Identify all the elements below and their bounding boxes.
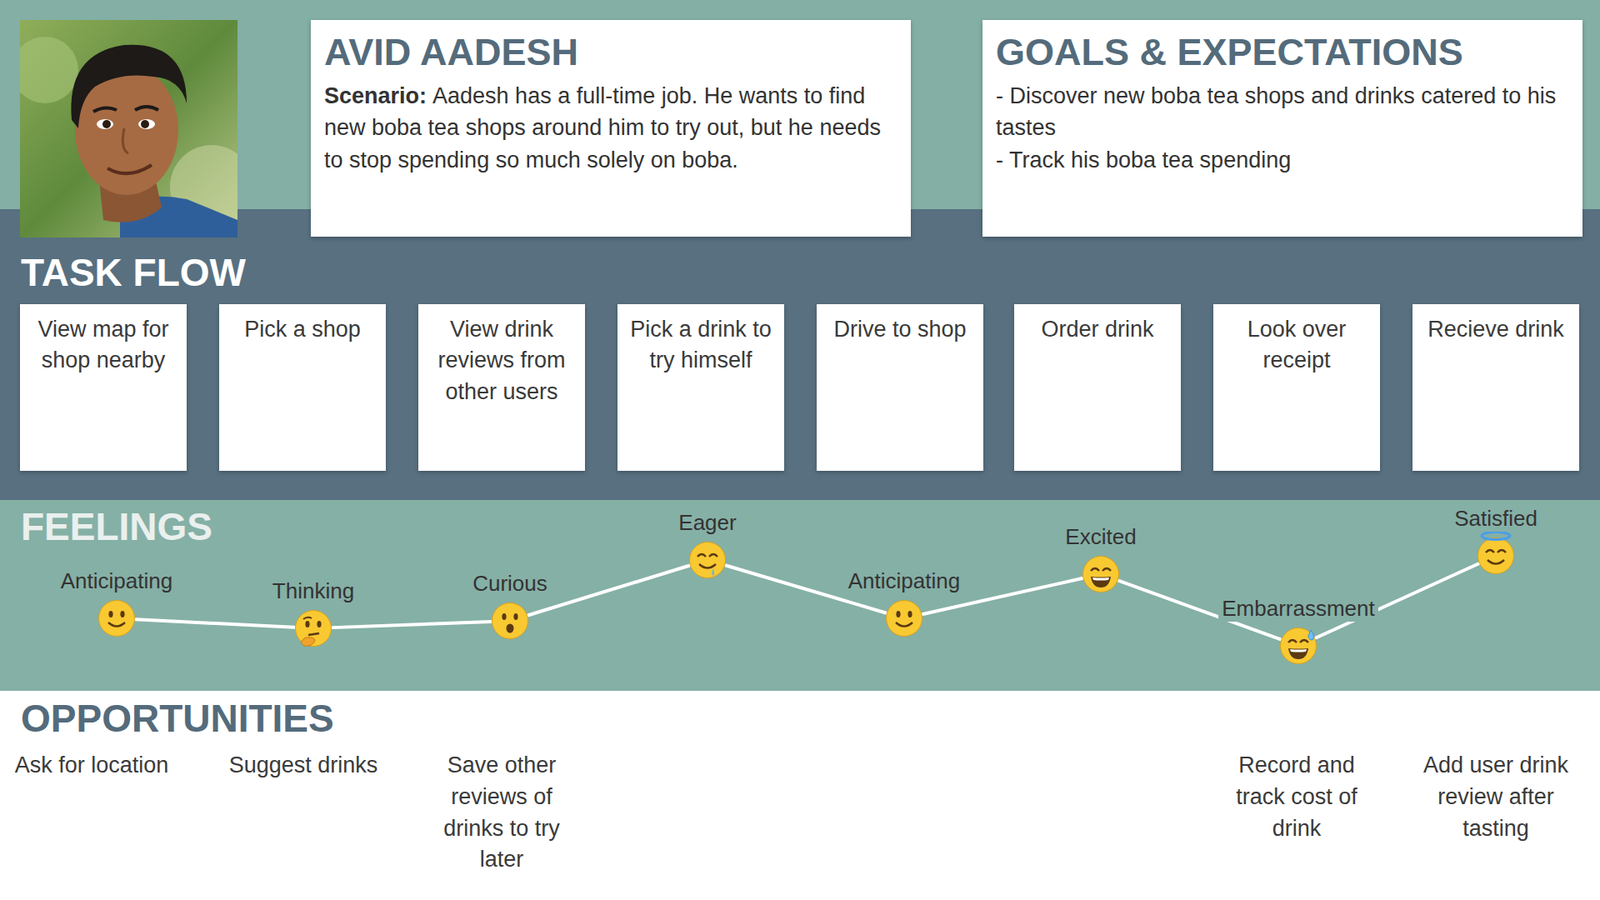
emoji-face [490, 601, 530, 640]
emoji-face [294, 609, 333, 648]
task-box: Pick a shop [219, 304, 386, 471]
task-text: View drink reviews from other users [426, 314, 577, 408]
emoji-face [97, 599, 136, 638]
feeling-point: Thinking [205, 577, 422, 649]
task-box: View drink reviews from other users [418, 304, 585, 471]
persona-card: AVID AADESH Scenario:Aadesh has a full-ti… [310, 20, 911, 237]
feeling-line [332, 621, 491, 628]
feeling-point: Anticipating [795, 567, 1013, 639]
feeling-label: Anticipating [845, 567, 964, 595]
task-text: Recieve drink [1420, 314, 1571, 345]
feeling-label-row: Curious [401, 570, 619, 598]
feeling-point: Excited [992, 523, 1210, 595]
task-box: Drive to shop [816, 304, 984, 471]
feeling-label-row: Thinking [205, 577, 422, 605]
persona-photo [20, 20, 238, 238]
task-text: Drive to shop [825, 314, 975, 345]
section-heading: FEELINGS [20, 504, 213, 550]
feeling-label-row: Anticipating [8, 567, 225, 595]
task-text: Look over receipt [1221, 314, 1372, 377]
emoji-face [1081, 555, 1120, 594]
task-text: Order drink [1022, 314, 1173, 345]
emoji-face [1476, 536, 1515, 575]
feeling-point: Embarrassment [1190, 595, 1407, 666]
feeling-point: Curious [401, 570, 619, 641]
task-text: Pick a shop [227, 314, 378, 345]
task-text: View map for shop nearby [28, 314, 179, 377]
card-heading: AVID AADESH [324, 30, 898, 75]
feeling-label-row: Satisfied [1387, 505, 1600, 533]
feeling-label-row: Eager [599, 509, 816, 537]
feeling-point: Eager [599, 509, 816, 580]
task-box: Order drink [1014, 304, 1181, 471]
emoji-face [1279, 626, 1318, 665]
task-box: Recieve drink [1412, 304, 1580, 471]
task-text: Pick a drink to try himself [625, 314, 776, 377]
opportunity-note: Save other reviews of drinks to try late… [422, 750, 581, 876]
feeling-label: Curious [469, 570, 551, 598]
task-box: View map for shop nearby [20, 304, 187, 471]
task-box: Pick a drink to try himself [617, 304, 785, 471]
task-box: Look over receipt [1213, 304, 1380, 471]
feeling-line [135, 619, 295, 628]
emoji-face [885, 599, 924, 638]
feeling-point: Satisfied [1387, 505, 1600, 576]
feeling-line [528, 565, 690, 615]
goals-card: GOALS & EXPECTATIONS - Discover new boba … [982, 20, 1583, 237]
feeling-label-row: Anticipating [795, 567, 1013, 595]
feeling-label-row: Excited [992, 523, 1210, 551]
opportunity-note: Record and track cost of drink [1217, 750, 1376, 845]
feeling-label: Thinking [269, 577, 358, 605]
feeling-point: Anticipating [8, 567, 225, 639]
opportunity-note: Suggest drinks [224, 750, 383, 782]
section-heading: OPPORTUNITIES [20, 695, 335, 742]
emoji-face [688, 540, 727, 580]
section-heading: TASK FLOW [20, 250, 246, 296]
scenario-label: Scenario: [324, 83, 427, 109]
scenario-paragraph: Scenario:Aadesh has a full-time job. He … [324, 80, 898, 176]
goal-item: - Track his boba tea spending [995, 144, 1570, 176]
opportunity-note: Add user drink review after tasting [1416, 750, 1575, 845]
goal-item: - Discover new boba tea shops and drinks… [995, 80, 1570, 145]
card-heading: GOALS & EXPECTATIONS [995, 30, 1570, 75]
feeling-label: Eager [675, 509, 740, 537]
feeling-label: Embarrassment [1218, 595, 1379, 623]
opportunity-note: Ask for location [12, 750, 171, 782]
feeling-label: Anticipating [57, 567, 176, 595]
feeling-label: Excited [1061, 523, 1140, 551]
feeling-label: Satisfied [1450, 505, 1541, 533]
feeling-label-row: Embarrassment [1190, 595, 1407, 623]
